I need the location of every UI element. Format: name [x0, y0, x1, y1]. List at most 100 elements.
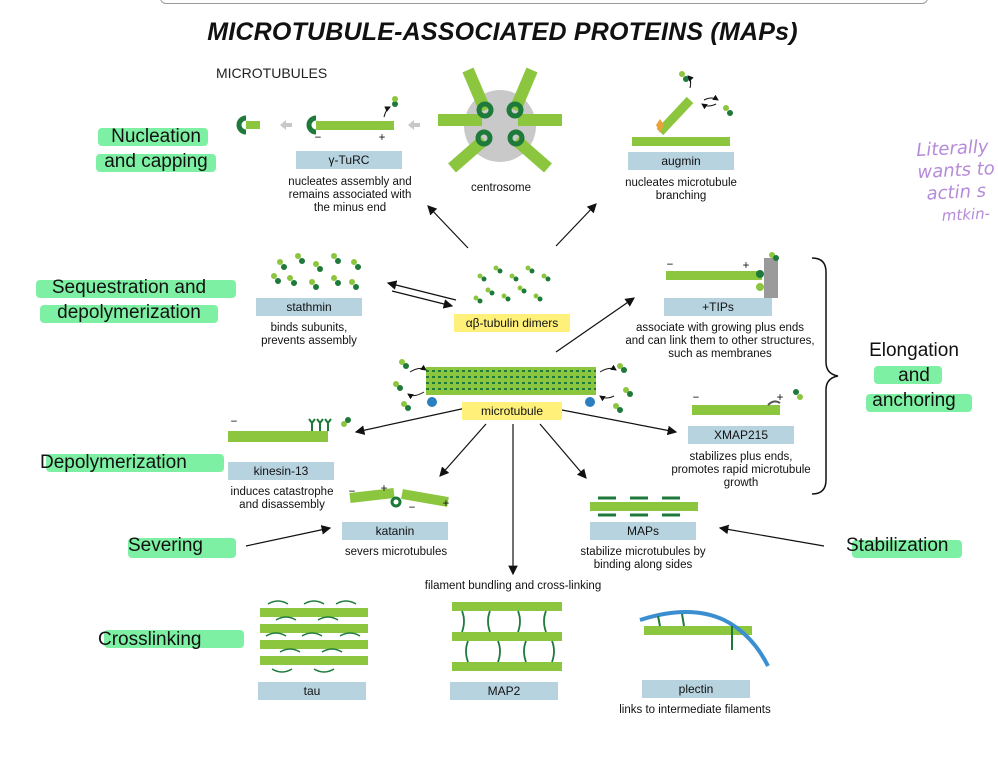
- katanin-minus-sign: −: [348, 486, 356, 498]
- microtubule-illustration: [393, 359, 633, 413]
- category-stabilization: Stabilization: [846, 533, 976, 558]
- desc-maps: stabilize microtubules by binding along …: [566, 546, 720, 572]
- label-map2: MAP2: [450, 682, 558, 700]
- page-title: MICROTUBULE-ASSOCIATED PROTEINS (MAPs): [207, 18, 798, 46]
- label-tips: +TIPs: [664, 298, 772, 316]
- label-maps: MAPs: [590, 522, 696, 540]
- katanin-illustration: [349, 488, 449, 508]
- label-stathmin: stathmin: [256, 298, 362, 316]
- kinesin13-illustration: [228, 417, 351, 442]
- plus-sign: +: [378, 132, 386, 144]
- highlight-crosslinking: [104, 630, 244, 648]
- category-elongation-line2: and: [898, 365, 930, 386]
- category-severing: Severing: [128, 533, 228, 558]
- highlight-stabilization: [852, 540, 962, 558]
- label-centrosome: centrosome: [470, 182, 532, 194]
- label-xmap215: XMAP215: [688, 426, 794, 444]
- highlight-nucleation-1: [98, 128, 208, 146]
- desc-augmin: nucleates microtubule branching: [606, 177, 756, 203]
- desc-gamma-turc-line3: the minus end: [313, 202, 387, 214]
- desc-kinesin13-line1: induces catastrophe: [230, 486, 334, 498]
- minus-sign: −: [314, 132, 322, 144]
- stathmin-illustration: [271, 253, 361, 290]
- highlight-severing: [128, 538, 236, 558]
- category-severing-text: Severing: [128, 535, 203, 556]
- category-depolymerization-text: Depolymerization: [40, 452, 187, 473]
- desc-gamma-turc-line2: remains associated with: [288, 189, 412, 201]
- tau-illustration: [260, 600, 368, 673]
- label-plectin: plectin: [642, 680, 750, 698]
- katanin-plus-sign: +: [380, 483, 388, 495]
- highlight-sequestration-1: [36, 280, 236, 298]
- desc-tips-line1: associate with growing plus ends: [635, 322, 805, 334]
- note-line2: wants to: [916, 158, 996, 184]
- desc-stathmin-line1: binds subunits,: [270, 322, 348, 334]
- category-sequestration-line1: Sequestration and: [51, 277, 207, 298]
- label-microtubule: microtubule: [462, 402, 562, 420]
- highlight-nucleation-2: [96, 154, 216, 172]
- category-nucleation-line1: Nucleation: [111, 126, 201, 147]
- katanin-minus-sign-2: −: [408, 502, 416, 514]
- xmap215-illustration: [692, 389, 803, 415]
- kinesin-minus-sign: −: [230, 416, 238, 428]
- desc-xmap215-line1: stabilizes plus ends,: [689, 451, 793, 463]
- desc-bundling: filament bundling and cross-linking: [424, 580, 602, 592]
- desc-kinesin13: induces catastrophe and disassembly: [212, 486, 352, 512]
- category-elongation-line1: Elongation: [869, 340, 959, 361]
- tips-minus-sign: −: [666, 259, 674, 271]
- tubulin-dimers-illustration: [473, 265, 551, 304]
- label-gamma-turc: γ-TuRC: [296, 151, 402, 169]
- category-sequestration: Sequestration and depolymerization: [34, 275, 224, 325]
- desc-maps-line1: stabilize microtubules by: [580, 546, 706, 558]
- tips-illustration: [666, 252, 779, 298]
- desc-tips-line3: such as membranes: [668, 348, 772, 360]
- label-tubulin-dimers: αβ-tubulin dimers: [454, 314, 570, 332]
- category-nucleation: Nucleation and capping: [94, 124, 218, 174]
- centrosome-illustration: [438, 67, 562, 173]
- desc-katanin: severs microtubules: [344, 546, 448, 558]
- katanin-plus-sign-2: +: [442, 498, 450, 510]
- highlight-sequestration-2: [40, 305, 218, 323]
- desc-plectin: links to intermediate filaments: [619, 704, 771, 716]
- desc-maps-line2: binding along sides: [593, 559, 693, 571]
- gamma-turc-illustration: [236, 96, 420, 135]
- desc-tips-line2: and can link them to other structures,: [625, 335, 815, 347]
- category-depolymerization: Depolymerization: [40, 450, 230, 475]
- handwritten-note: Literally wants to actin s mtkin-: [916, 136, 998, 228]
- desc-gamma-turc-line1: nucleates assembly and: [288, 176, 412, 188]
- desc-kinesin13-line2: and disassembly: [239, 499, 325, 511]
- category-elongation-line3: anchoring: [872, 390, 956, 411]
- category-crosslinking: Crosslinking: [98, 627, 228, 652]
- desc-xmap215-line2: promotes rapid microtubule: [671, 464, 811, 476]
- label-kinesin13: kinesin-13: [228, 462, 334, 480]
- desc-stathmin-line2: prevents assembly: [261, 335, 357, 347]
- label-tau: tau: [258, 682, 366, 700]
- category-elongation: Elongation and anchoring: [854, 338, 974, 413]
- highlight-elongation-2: [866, 394, 972, 412]
- augmin-illustration: [632, 71, 733, 146]
- desc-augmin-line2: branching: [655, 190, 707, 202]
- tips-plus-sign: +: [742, 260, 750, 272]
- highlight-depolymerization: [46, 454, 224, 472]
- label-augmin: augmin: [628, 152, 734, 170]
- desc-augmin-line1: nucleates microtubule: [625, 177, 737, 189]
- label-katanin: katanin: [342, 522, 448, 540]
- desc-xmap215: stabilizes plus ends, promotes rapid mic…: [654, 451, 828, 490]
- desc-gamma-turc: nucleates assembly and remains associate…: [270, 176, 430, 215]
- category-stabilization-text: Stabilization: [846, 535, 949, 556]
- map2-illustration: [452, 602, 562, 671]
- desc-stathmin: binds subunits, prevents assembly: [236, 322, 382, 348]
- desc-xmap215-line3: growth: [723, 477, 759, 489]
- note-line4: mtkin-: [941, 204, 991, 225]
- xmap-plus-sign: +: [776, 392, 784, 404]
- plectin-illustration: [639, 610, 770, 667]
- category-sequestration-line2: depolymerization: [57, 302, 201, 323]
- highlight-elongation-1: [874, 366, 942, 384]
- desc-tips: associate with growing plus ends and can…: [606, 322, 834, 361]
- category-crosslinking-text: Crosslinking: [98, 629, 202, 650]
- microtubules-header: MICROTUBULES: [216, 65, 328, 81]
- xmap-minus-sign: −: [692, 392, 700, 404]
- category-nucleation-line2: and capping: [104, 151, 208, 172]
- maps-illustration: [590, 496, 698, 517]
